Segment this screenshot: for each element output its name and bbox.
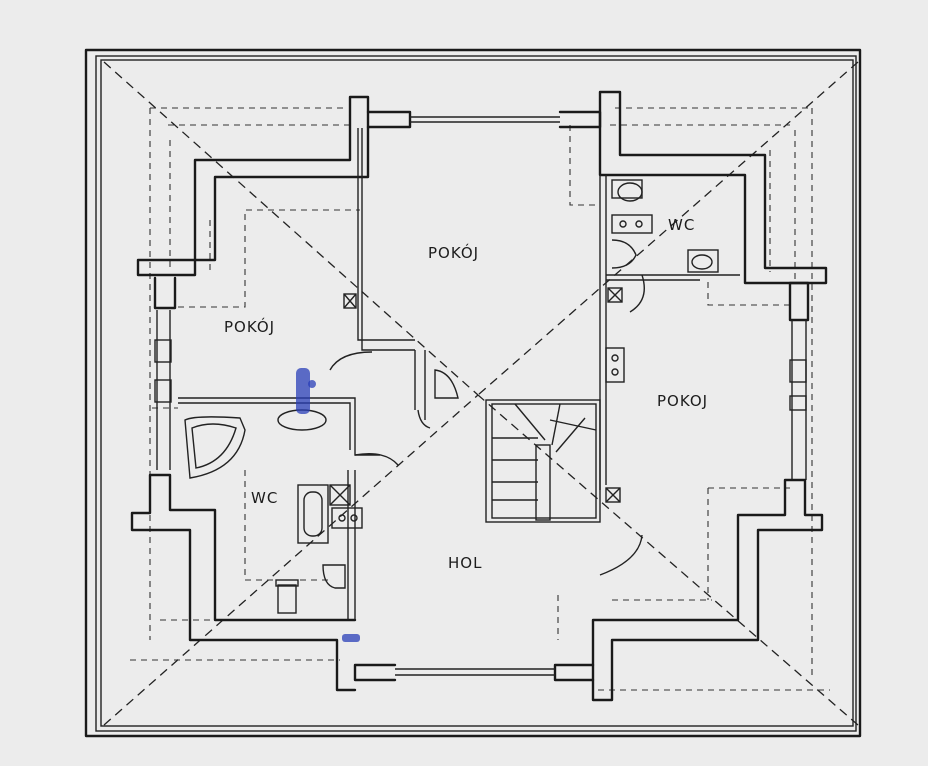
room-label-hall: HOL [448,554,482,572]
roof-outline [84,48,862,738]
bathroom-fixtures-right [605,179,719,503]
room-label-wc-left: WC [251,489,278,507]
doors [329,274,645,576]
room-label-wc-right: WC [668,216,695,234]
room-label-top: POKÓJ [428,243,479,262]
staircase [485,399,601,523]
eave-lines [130,107,830,691]
room-label-right: POKOJ [657,392,708,410]
roof-diagonals [103,61,859,726]
room-label-left: POKÓJ [224,317,275,336]
bathroom-fixtures-left [184,409,363,614]
vent-marks [343,293,357,309]
walls [130,90,828,702]
pen-marks [296,368,360,642]
